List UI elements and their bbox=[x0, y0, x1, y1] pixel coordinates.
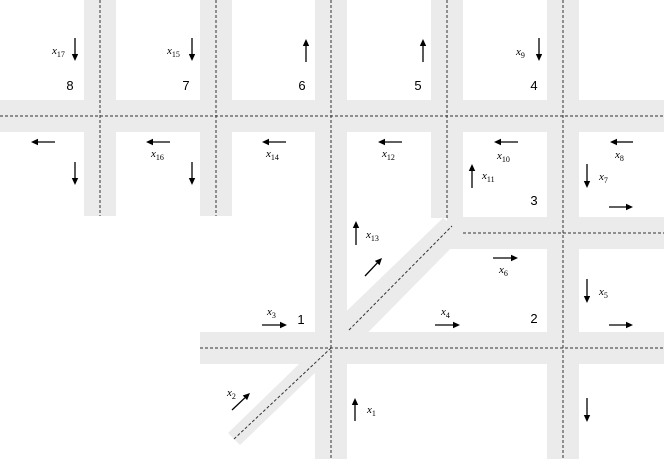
flow-label-x6: x6 bbox=[498, 264, 508, 278]
flow-arrow-x6 bbox=[493, 254, 518, 262]
intersection-label-7: 7 bbox=[182, 78, 189, 93]
flow-label-x9: x9 bbox=[515, 46, 525, 60]
flow-arrow-x11 bbox=[468, 164, 476, 188]
flow-arrow-diagonal-1-5 bbox=[364, 258, 382, 277]
flow-label-x15: x15 bbox=[166, 45, 180, 59]
flow-arrow-exit-7-down bbox=[188, 162, 196, 185]
flow-label-x11: x11 bbox=[481, 170, 495, 184]
centerline-diagonal-1-5 bbox=[348, 225, 453, 331]
flow-label-x2: x2 bbox=[226, 387, 236, 401]
flow-label-x17: x17 bbox=[51, 45, 65, 59]
intersection-label-6: 6 bbox=[298, 78, 305, 93]
flow-arrow-x15 bbox=[188, 38, 196, 61]
intersection-label-8: 8 bbox=[66, 78, 73, 93]
flow-arrow-x9 bbox=[535, 38, 543, 61]
flow-label-x14: x14 bbox=[265, 148, 279, 162]
flow-arrow-exit-3-right bbox=[609, 203, 633, 211]
flow-label-x1: x1 bbox=[366, 404, 376, 418]
flow-arrow-x5 bbox=[583, 279, 591, 303]
flow-arrow-x17 bbox=[71, 38, 79, 61]
flow-arrow-x12 bbox=[378, 138, 402, 146]
flow-arrow-x13 bbox=[352, 221, 360, 245]
flow-label-x4: x4 bbox=[440, 306, 450, 320]
intersection-label-2: 2 bbox=[530, 311, 537, 326]
intersection-label-3: 3 bbox=[530, 193, 537, 208]
flow-label-x5: x5 bbox=[598, 286, 608, 300]
flow-label-x16: x16 bbox=[150, 148, 164, 162]
flow-arrows bbox=[31, 38, 633, 422]
flow-arrow-x4 bbox=[435, 321, 460, 329]
intersection-label-1: 1 bbox=[297, 312, 304, 327]
intersection-label-4: 4 bbox=[530, 78, 537, 93]
flow-arrow-x2 bbox=[231, 393, 250, 411]
flow-label-x12: x12 bbox=[381, 148, 395, 162]
flow-arrow-x16 bbox=[146, 138, 170, 146]
flow-arrow-exit-6-up bbox=[302, 39, 310, 62]
flow-arrow-x8 bbox=[610, 138, 633, 146]
flow-arrow-exit-2-down bbox=[583, 398, 591, 422]
flow-arrow-exit-8-down bbox=[71, 162, 79, 185]
intersection-label-5: 5 bbox=[414, 78, 421, 93]
road-diagonal-1-5 bbox=[331, 218, 465, 370]
intersection-labels: 1 2 3 4 5 6 7 8 bbox=[66, 78, 537, 327]
flow-arrow-exit-8-left bbox=[31, 138, 55, 146]
centerline-diagonal-entry bbox=[233, 347, 332, 440]
flow-label-x7: x7 bbox=[598, 171, 608, 185]
flow-arrow-exit-5-up bbox=[419, 39, 427, 62]
flow-label-x10: x10 bbox=[496, 150, 510, 164]
flow-arrow-x10 bbox=[494, 138, 518, 146]
flow-arrow-x7 bbox=[583, 164, 591, 188]
flow-arrow-x3 bbox=[262, 321, 287, 329]
flow-label-x3: x3 bbox=[266, 306, 276, 320]
flow-arrow-exit-2-right bbox=[609, 321, 633, 329]
flow-arrow-x14 bbox=[262, 138, 286, 146]
flow-label-x8: x8 bbox=[614, 149, 624, 163]
flow-label-x13: x13 bbox=[365, 229, 379, 243]
flow-arrow-x1 bbox=[351, 398, 359, 421]
